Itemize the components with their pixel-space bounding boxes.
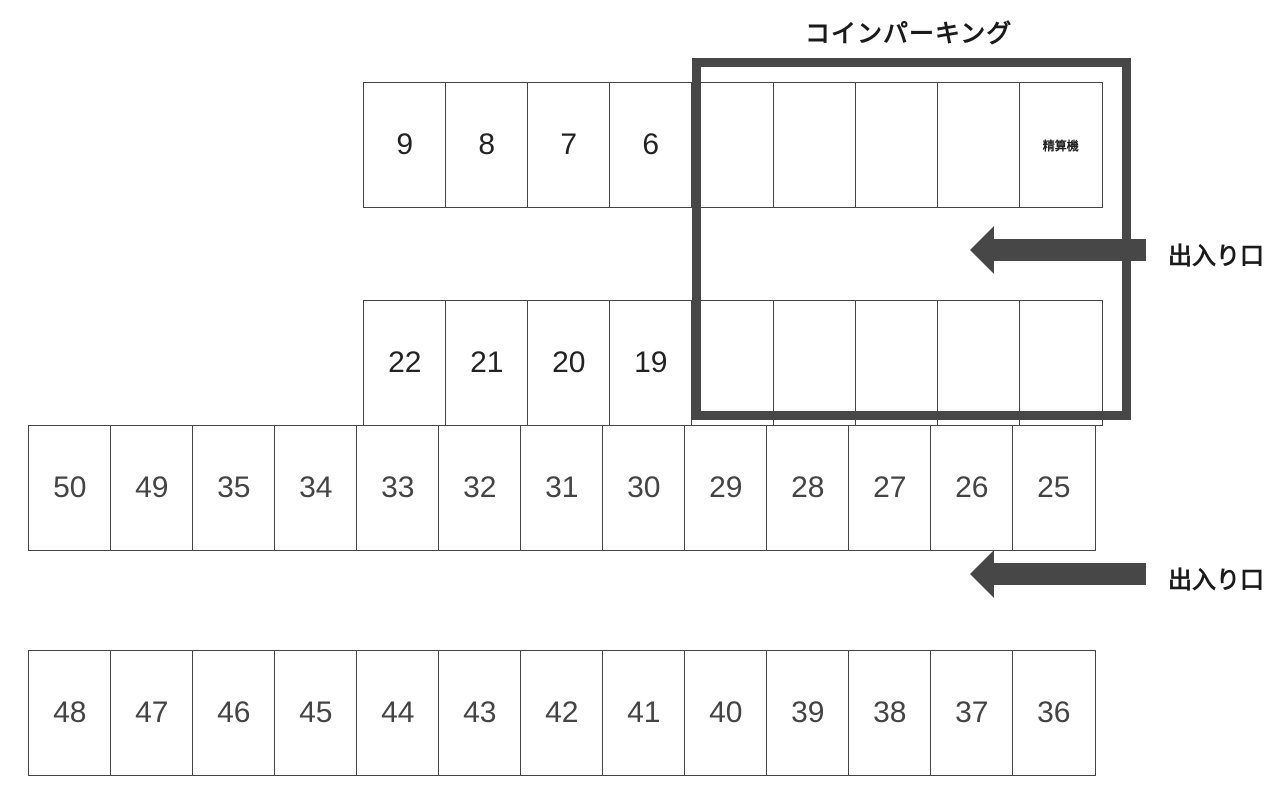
- parking-space[interactable]: 31: [520, 425, 604, 551]
- parking-space[interactable]: 29: [684, 425, 768, 551]
- parking-space[interactable]: 19: [609, 300, 693, 426]
- parking-space[interactable]: 48: [28, 650, 112, 776]
- entrance-arrow-left-icon: [970, 226, 1146, 274]
- parking-space[interactable]: 37: [930, 650, 1014, 776]
- parking-space[interactable]: 6: [609, 82, 693, 208]
- parking-space[interactable]: 34: [274, 425, 358, 551]
- parking-space[interactable]: 50: [28, 425, 112, 551]
- payment-machine: 精算機: [1019, 82, 1103, 208]
- parking-space[interactable]: 20: [527, 300, 611, 426]
- parking-space[interactable]: 30: [602, 425, 686, 551]
- parking-row-1: 9 8 7 6 精算機: [363, 82, 1103, 208]
- parking-space[interactable]: 47: [110, 650, 194, 776]
- parking-space[interactable]: 9: [363, 82, 447, 208]
- entrance-label-lower: 出入り口: [1168, 566, 1264, 594]
- coin-parking-space[interactable]: [937, 82, 1021, 208]
- parking-space[interactable]: 32: [438, 425, 522, 551]
- parking-space[interactable]: 7: [527, 82, 611, 208]
- parking-space[interactable]: 27: [848, 425, 932, 551]
- parking-space[interactable]: 21: [445, 300, 529, 426]
- coin-parking-space[interactable]: [855, 82, 939, 208]
- coin-parking-space[interactable]: [773, 82, 857, 208]
- parking-space[interactable]: 25: [1012, 425, 1096, 551]
- parking-space[interactable]: 43: [438, 650, 522, 776]
- parking-space[interactable]: 44: [356, 650, 440, 776]
- parking-space[interactable]: 45: [274, 650, 358, 776]
- coin-parking-title: コインパーキング: [805, 19, 1013, 48]
- parking-space[interactable]: 35: [192, 425, 276, 551]
- parking-space[interactable]: 40: [684, 650, 768, 776]
- entrance-arrow-left-icon: [970, 550, 1146, 598]
- entrance-label-upper: 出入り口: [1168, 242, 1264, 270]
- parking-space[interactable]: 22: [363, 300, 447, 426]
- parking-row-4: 48 47 46 45 44 43 42 41 40 39 38 37 36: [28, 650, 1096, 776]
- parking-space[interactable]: 49: [110, 425, 194, 551]
- parking-space[interactable]: 26: [930, 425, 1014, 551]
- parking-space[interactable]: 46: [192, 650, 276, 776]
- parking-row-2: 22 21 20 19: [363, 300, 1103, 426]
- parking-space[interactable]: 39: [766, 650, 850, 776]
- parking-space[interactable]: 36: [1012, 650, 1096, 776]
- parking-space[interactable]: 38: [848, 650, 932, 776]
- coin-parking-space[interactable]: [691, 300, 775, 426]
- coin-parking-space[interactable]: [691, 82, 775, 208]
- parking-row-3: 50 49 35 34 33 32 31 30 29 28 27 26 25: [28, 425, 1096, 551]
- parking-space[interactable]: 33: [356, 425, 440, 551]
- coin-parking-space[interactable]: [1019, 300, 1103, 426]
- parking-space[interactable]: 8: [445, 82, 529, 208]
- parking-space[interactable]: 42: [520, 650, 604, 776]
- coin-parking-space[interactable]: [773, 300, 857, 426]
- coin-parking-space[interactable]: [937, 300, 1021, 426]
- parking-space[interactable]: 41: [602, 650, 686, 776]
- parking-space[interactable]: 28: [766, 425, 850, 551]
- coin-parking-space[interactable]: [855, 300, 939, 426]
